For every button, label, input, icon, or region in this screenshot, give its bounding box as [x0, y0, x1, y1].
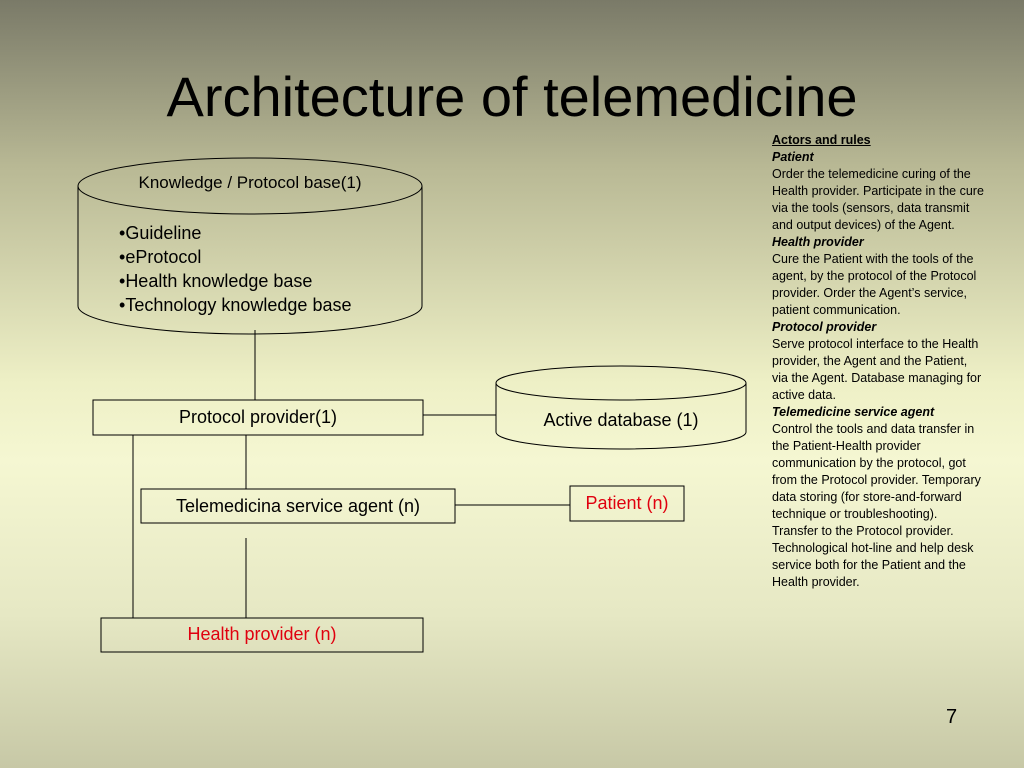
service-agent-box [140, 488, 456, 524]
role-description: Cure the Patient with the tools of the a… [772, 252, 977, 317]
service-agent-label: Telemedicina service agent (n) [175, 496, 421, 516]
health-provider-box [100, 617, 424, 653]
health-provider-label: Health provider (n) [187, 624, 337, 644]
patient-label: Patient (n) [585, 493, 669, 513]
role-description: Order the telemedicine curing of the Hea… [772, 167, 984, 232]
kb-item: Technology knowledge base [119, 293, 351, 317]
connector-lines [132, 330, 570, 618]
page-number: 7 [946, 706, 958, 728]
kb-item: eProtocol [119, 245, 351, 269]
active-database-cylinder [495, 365, 747, 450]
protocol-provider-label: Protocol provider(1) [178, 407, 338, 427]
active-database-label: Active database (1) [543, 410, 699, 430]
kb-item: Health knowledge base [119, 269, 351, 293]
knowledge-base-list: Guideline eProtocol Health knowledge bas… [119, 221, 351, 317]
knowledge-base-cylinder [77, 157, 423, 335]
kb-item: Guideline [119, 221, 351, 245]
protocol-provider-box [92, 399, 424, 436]
role-name: Patient [772, 150, 814, 164]
role-name: Telemedicine service agent [772, 405, 935, 419]
role-name: Protocol provider [772, 320, 877, 334]
role-name: Health provider [772, 235, 864, 249]
actors-heading: Actors and rules [772, 133, 871, 147]
role-description: Control the tools and data transfer in t… [772, 422, 981, 589]
slide-title: Architecture of telemedicine [166, 65, 858, 128]
role-description: Serve protocol interface to the Health p… [772, 337, 982, 402]
patient-box [569, 485, 685, 522]
actors-and-rules-panel: Actors and rules Patient Order the telem… [772, 132, 986, 591]
knowledge-base-title: Knowledge / Protocol base(1) [138, 173, 362, 192]
